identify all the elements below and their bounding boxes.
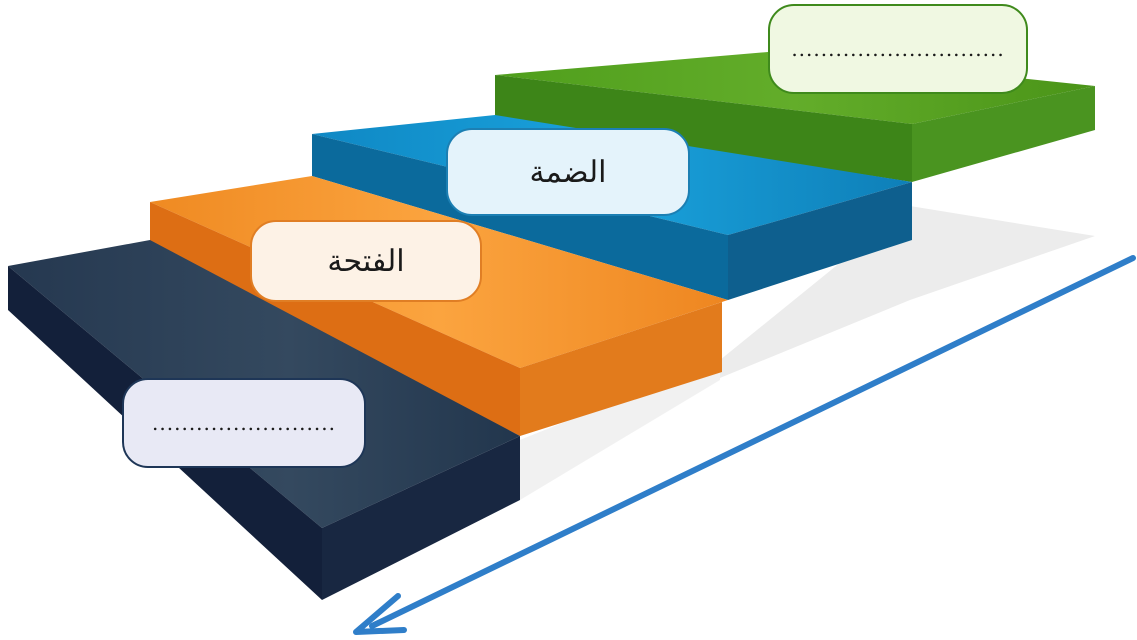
direction-arrow	[353, 255, 1136, 635]
step-green-side	[495, 75, 912, 182]
step-4-label-box[interactable]: .............................	[768, 4, 1028, 94]
step-1-label: .........................	[152, 411, 336, 435]
step-orange-side	[150, 202, 520, 436]
arrow-shaft	[369, 255, 1136, 629]
step-3-label: الضمة	[529, 154, 607, 190]
step-orange-end	[520, 302, 722, 436]
step-navy-end	[322, 436, 520, 600]
step-4-label: .............................	[791, 37, 1005, 61]
step-3-label-box[interactable]: الضمة	[446, 128, 690, 216]
step-2-label: الفتحة	[327, 243, 405, 279]
step-blue-end	[728, 182, 912, 300]
step-blue-side	[312, 134, 728, 300]
step-1-label-box[interactable]: .........................	[122, 378, 366, 468]
floor-shadow-lower	[520, 360, 720, 500]
arrow-head	[353, 593, 407, 635]
step-2-label-box[interactable]: الفتحة	[250, 220, 482, 302]
step-green-end	[912, 86, 1095, 182]
